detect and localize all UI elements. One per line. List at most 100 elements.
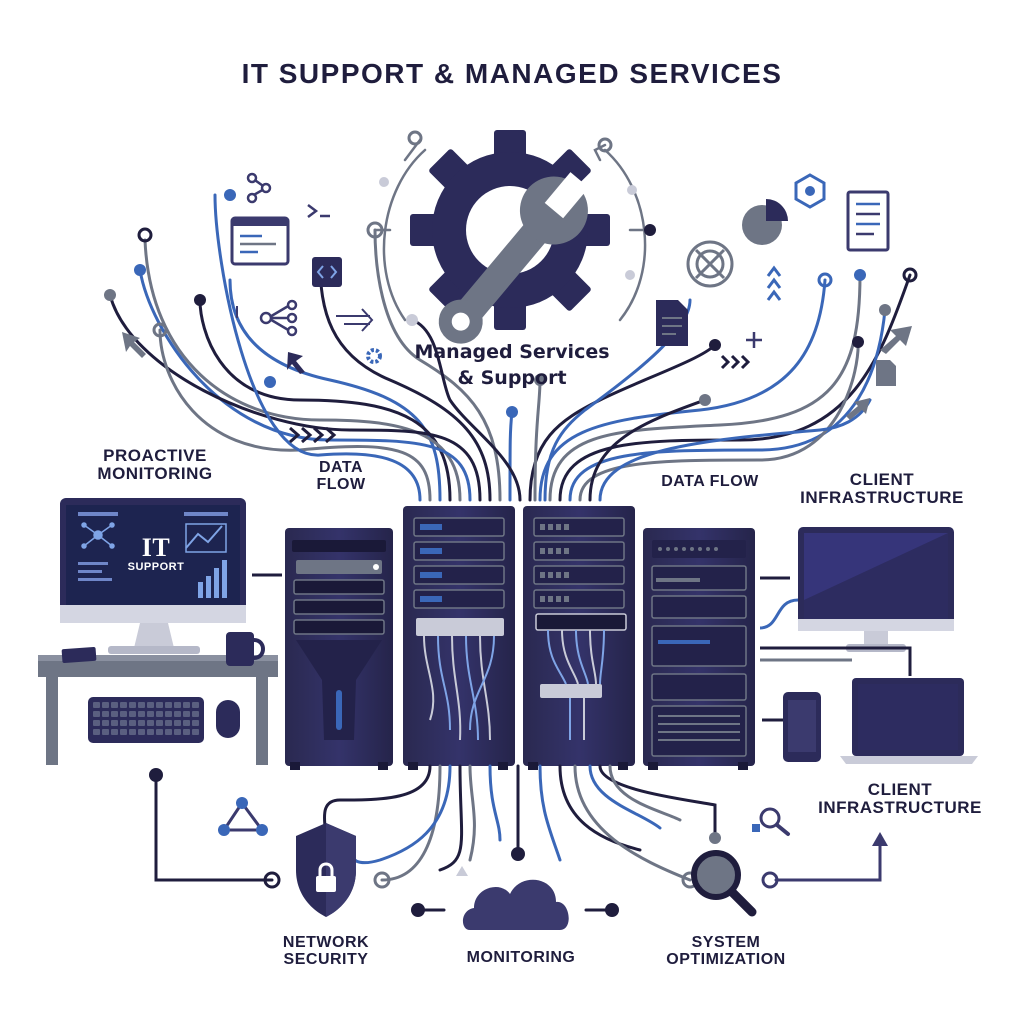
label-data-flow-left: DATA FLOW — [296, 459, 386, 494]
target-icon — [686, 240, 734, 288]
keyboard-key — [111, 729, 118, 735]
keyboard-key — [138, 729, 145, 735]
plus-icon — [746, 332, 762, 348]
cursor-icon — [287, 352, 305, 374]
vent — [540, 596, 545, 602]
label-line: NETWORK — [282, 934, 370, 951]
label-client-infrastructure-bottom: CLIENT INFRASTRUCTURE — [800, 780, 1000, 818]
vent — [548, 524, 553, 530]
label-line: SECURITY — [283, 951, 369, 969]
center-label-line1: Managed Services — [414, 341, 610, 363]
vent — [564, 524, 569, 530]
server-unit — [413, 541, 505, 561]
arrow-up-left-icon — [122, 332, 146, 358]
double-chevron-up-icon — [766, 265, 782, 301]
server-unit-light — [420, 572, 442, 578]
vent — [564, 572, 569, 578]
keyboard-key — [138, 702, 145, 708]
file-icon — [876, 360, 896, 386]
keyboard-key — [129, 720, 136, 726]
keyboard-key — [165, 702, 172, 708]
vent-dot — [658, 547, 662, 551]
network-icon — [236, 299, 298, 337]
small-gear-icon — [366, 348, 382, 364]
keyboard-key — [147, 729, 154, 735]
label-client-infrastructure-top: CLIENT INFRASTRUCTURE — [786, 470, 978, 508]
vent — [548, 596, 553, 602]
keyboard-key — [120, 711, 127, 717]
coffee-mug-icon — [226, 632, 265, 666]
keyboard-key — [147, 702, 154, 708]
keyboard-key — [156, 720, 163, 726]
keyboard-key — [93, 729, 100, 735]
server-unit — [413, 589, 505, 609]
connector-dots-bottom — [149, 768, 779, 917]
label-line: DATA — [318, 459, 364, 476]
arrow-icon — [336, 308, 374, 332]
rack-cables — [423, 629, 605, 741]
arrow-up-right-icon — [880, 326, 912, 354]
server-unit — [533, 589, 625, 609]
connector-dots-top — [104, 130, 918, 418]
keyboard-key — [102, 702, 109, 708]
keyboard-key — [165, 729, 172, 735]
keyboard-key — [183, 729, 190, 735]
center-label-line2: & Support — [457, 366, 567, 389]
desk — [38, 646, 278, 765]
vent — [556, 596, 561, 602]
monitor-screen-support: SUPPORT — [127, 561, 185, 573]
server-unit-light — [420, 524, 442, 530]
keyboard-key — [192, 720, 199, 726]
label-data-flow-right: DATA FLOW — [661, 473, 759, 490]
server-unit — [533, 541, 625, 561]
server-rack-4 — [643, 528, 755, 770]
server-unit-light — [420, 548, 442, 554]
keyboard-key — [174, 711, 181, 717]
laptop-icon — [840, 678, 978, 764]
terminal-prompt-icon — [307, 204, 330, 218]
small-magnifier-icon — [752, 807, 790, 836]
arrow-ur-small-icon — [846, 398, 870, 420]
keyboard-key — [111, 711, 118, 717]
vent — [540, 572, 545, 578]
keyboard-key — [138, 711, 145, 717]
keyboard-key — [192, 729, 199, 735]
bottom-connectors — [154, 764, 882, 912]
chevrons-right-icon — [720, 354, 751, 370]
keyboard-key — [165, 711, 172, 717]
keyboard-key — [120, 720, 127, 726]
keyboard-key — [183, 702, 190, 708]
arrow-up-icon — [872, 832, 888, 846]
keyboard-key — [129, 729, 136, 735]
server-unit — [533, 565, 625, 585]
keyboard-key — [102, 720, 109, 726]
server-unit — [413, 565, 505, 585]
vent — [564, 548, 569, 554]
mouse-icon — [216, 700, 240, 738]
workstation-monitor — [60, 498, 246, 654]
label-line: INFRASTRUCTURE — [800, 488, 964, 508]
client-monitor — [798, 527, 954, 652]
document-icon — [656, 300, 688, 346]
keyboard-key — [111, 702, 118, 708]
cloud-icon — [462, 879, 569, 930]
keyboard-key — [111, 720, 118, 726]
keyboard-key — [120, 729, 127, 735]
label-line: FLOW — [316, 476, 366, 494]
keyboard-key — [183, 711, 190, 717]
share-nodes-icon — [246, 172, 272, 204]
vent — [540, 548, 545, 554]
keyboard-key — [156, 711, 163, 717]
vent — [548, 572, 553, 578]
label-line: SYSTEM — [691, 934, 761, 951]
keyboard-key — [120, 702, 127, 708]
keyboard-key — [174, 720, 181, 726]
code-icon — [312, 257, 342, 287]
vent-dot — [706, 547, 710, 551]
keyboard-key — [129, 711, 136, 717]
keyboard-key — [147, 720, 154, 726]
keyboard-key — [174, 729, 181, 735]
keyboard-key — [102, 729, 109, 735]
